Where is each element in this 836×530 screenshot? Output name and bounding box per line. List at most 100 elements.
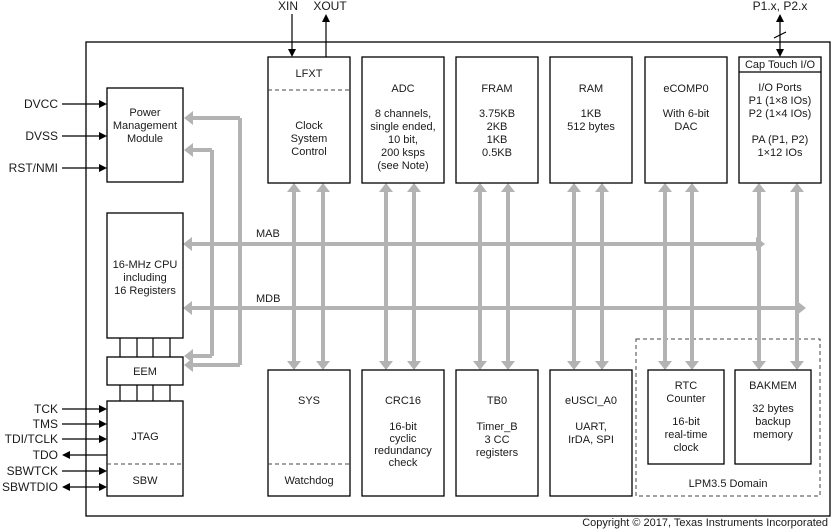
pin-wires <box>62 14 787 491</box>
bus-arrowhead <box>407 183 421 192</box>
bus-arrowhead <box>658 183 672 192</box>
pin-rst-nmi: RST/NMI <box>9 161 58 175</box>
pin-xin: XIN <box>278 0 298 13</box>
crc16-title: CRC16 <box>385 395 421 407</box>
bus-lines <box>183 111 806 372</box>
pin-xout: XOUT <box>313 0 347 13</box>
mdb-label: MDB <box>256 293 280 305</box>
bus-arrowhead <box>287 183 301 192</box>
bus-arrowhead <box>501 183 515 192</box>
bus-arrowhead <box>790 361 804 370</box>
eusci-a0-desc-line: IrDA, SPI <box>568 434 614 446</box>
bus-arrowhead <box>752 183 766 192</box>
eusci-a0-desc-line: UART, <box>575 421 607 433</box>
fram-size-line: 2KB <box>487 121 508 133</box>
adc-desc-line: 10 bit, <box>388 134 418 146</box>
io-ports-line: P2 (1×4 IOs) <box>749 108 812 120</box>
rtc-desc-line: clock <box>673 442 699 454</box>
mab-label: MAB <box>256 228 280 240</box>
adc-title: ADC <box>391 83 414 95</box>
bus-arrowhead <box>316 361 330 370</box>
rtc-title-line: Counter <box>666 393 705 405</box>
fram-block <box>455 56 539 184</box>
jtag-block <box>106 400 184 497</box>
pin-dvcc: DVCC <box>24 97 58 111</box>
clock-system-block <box>267 56 351 184</box>
bus-arrowhead <box>790 183 804 192</box>
cpu-label-line: including <box>123 272 166 284</box>
adc-block <box>361 56 445 184</box>
tb0-desc-line: 3 CC <box>484 434 509 446</box>
bus-arrowhead <box>183 301 192 315</box>
io-ports-line: P1 (1×8 IOs) <box>749 95 812 107</box>
rtc-desc-line: 16-bit <box>672 416 700 428</box>
io-ports-line: PA (P1, P2) <box>752 134 809 146</box>
ram-size-line: 512 bytes <box>567 121 615 133</box>
eusci-a0-title: eUSCI_A0 <box>565 395 617 407</box>
ecomp0-block <box>644 56 728 184</box>
ecomp0-desc-line: DAC <box>674 121 697 133</box>
bus-arrowhead <box>183 237 192 251</box>
bus-arrowhead <box>752 361 766 370</box>
crc16-block <box>361 369 445 497</box>
pin-tms: TMS <box>33 417 58 431</box>
bus-arrowhead <box>473 183 487 192</box>
clock-system-label-line: Clock <box>295 120 323 132</box>
bakmem-desc-line: backup <box>755 416 790 428</box>
bus-arrowhead <box>287 361 301 370</box>
bus-arrowhead <box>184 349 193 363</box>
bakmem-title: BAKMEM <box>749 380 797 392</box>
ram-title: RAM <box>579 83 603 95</box>
cpu-label-line: 16-MHz CPU <box>113 259 178 271</box>
bus-arrowhead <box>184 111 193 125</box>
rtc-block <box>647 369 725 465</box>
clock-system-label-line: System <box>291 133 328 145</box>
adc-desc-line: (see Note) <box>377 160 428 172</box>
bus-arrowhead <box>595 361 609 370</box>
bus-arrowhead <box>407 361 421 370</box>
eem-label: EEM <box>133 366 157 378</box>
watchdog-label: Watchdog <box>284 475 333 487</box>
bus-arrowhead <box>685 361 699 370</box>
crc16-desc-line: redundancy <box>374 445 432 457</box>
pin-sbwtdio: SBWTDIO <box>2 480 58 494</box>
bus-arrowhead <box>567 361 581 370</box>
pin-tdo: TDO <box>33 448 58 462</box>
fram-title: FRAM <box>481 83 512 95</box>
bus-arrowhead <box>567 183 581 192</box>
ecomp0-title: eCOMP0 <box>663 83 708 95</box>
eem-block <box>106 356 184 386</box>
lpm35-domain-label: LPM3.5 Domain <box>689 478 768 490</box>
pmm-label-line: Management <box>113 120 177 132</box>
pin-tck: TCK <box>34 402 58 416</box>
pin-tdi-tclk: TDI/TCLK <box>5 432 58 446</box>
pin-sbwtck: SBWTCK <box>7 464 58 478</box>
cpu-block <box>106 212 184 339</box>
clock-system-label-line: Control <box>291 146 326 158</box>
ecomp0-desc-line: With 6-bit <box>663 108 709 120</box>
crc16-desc-line: check <box>389 457 418 469</box>
bus-arrowhead <box>658 361 672 370</box>
rtc-desc-line: real-time <box>665 429 708 441</box>
adc-desc-line: 200 ksps <box>381 147 426 159</box>
lfxt-label: LFXT <box>296 68 323 80</box>
bus-arrowhead <box>797 301 806 315</box>
eusci-a0-block <box>549 369 633 497</box>
io-ports-line: I/O Ports <box>758 82 802 94</box>
sys-label: SYS <box>298 395 320 407</box>
bus-arrowhead <box>501 361 515 370</box>
lpm35-domain-boundary <box>635 338 821 497</box>
bus-arrowhead <box>184 143 193 157</box>
pmm-label-line: Power <box>129 107 161 119</box>
io-ports-line: 1×12 IOs <box>758 147 803 159</box>
cpu-label-line: 16 Registers <box>114 285 176 297</box>
tb0-title: TB0 <box>487 395 507 407</box>
fram-size-line: 1KB <box>487 134 508 146</box>
tb0-desc-line: Timer_B <box>476 421 517 433</box>
bakmem-block <box>734 369 812 465</box>
tb0-desc-line: registers <box>476 447 519 459</box>
bakmem-desc-line: 32 bytes <box>752 403 794 415</box>
bus-arrowhead <box>685 183 699 192</box>
